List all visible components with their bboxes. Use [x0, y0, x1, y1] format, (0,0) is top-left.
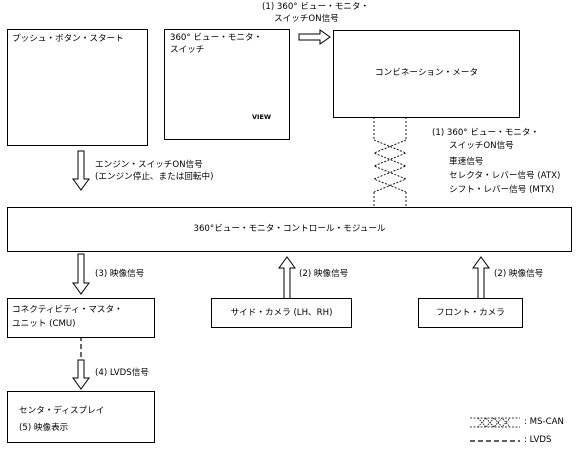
legend-ms-can-symbol — [470, 417, 520, 428]
lvds-signal: (4) LVDS信号 — [95, 368, 149, 378]
video-signal-front: (2) 映像信号 — [494, 269, 544, 279]
arrow-video-to-cmu — [72, 253, 90, 295]
arrow-engine-signal — [72, 150, 90, 191]
side-camera-box: サイド・カメラ (LH、RH) — [211, 298, 352, 328]
combination-meter-box: コンビネーション・メータ — [333, 30, 520, 118]
cmu-label-line1: コネクティビティ・マスタ・ — [12, 305, 123, 315]
switch-label-line1: 360° ビュー・モニタ・ — [170, 33, 263, 43]
control-module-label: 360°ビュー・モニタ・コントロール・モジュール — [193, 224, 386, 234]
cmu-box: コネクティビティ・マスタ・ ユニット (CMU) — [7, 298, 155, 338]
selector-lever-signal: セレクタ・レバー信号 (ATX) — [449, 171, 561, 181]
arrow-side-camera-video — [278, 256, 296, 301]
can-signal-line2: スイッチON信号 — [449, 141, 514, 151]
front-camera-box: フロント・カメラ — [418, 298, 523, 328]
center-display-label: センタ・ディスプレイ — [19, 406, 105, 416]
video-signal-side: (2) 映像信号 — [299, 269, 349, 279]
cmu-label-line2: ユニット (CMU) — [12, 319, 76, 329]
video-signal-cmu: (3) 映像信号 — [95, 269, 145, 279]
engine-switch-signal-line2: (エンジン停止、または回転中) — [95, 172, 214, 182]
engine-switch-signal-line1: エンジン・スイッチON信号 — [95, 160, 203, 170]
ms-can-bus — [372, 117, 408, 208]
side-camera-label: サイド・カメラ (LH、RH) — [230, 308, 333, 318]
arrow-front-camera-video — [472, 256, 490, 301]
legend-ms-can-label: : MS-CAN — [524, 417, 564, 427]
view-monitor-switch-box: 360° ビュー・モニタ・ スイッチ VIEW — [164, 29, 290, 140]
switch-on-signal-line2: スイッチON信号 — [274, 14, 339, 24]
switch-label-line2: スイッチ — [170, 45, 205, 55]
push-button-start-label: プッシュ・ボタン・スタート — [12, 34, 124, 44]
center-display-box: センタ・ディスプレイ (5) 映像表示 — [7, 391, 155, 443]
arrow-switch-to-meter — [298, 29, 331, 45]
legend-lvds-label: : LVDS — [524, 435, 552, 445]
video-display-label: (5) 映像表示 — [19, 423, 69, 433]
vehicle-speed-signal: 車速信号 — [449, 157, 484, 167]
can-signal-line1: (1) 360° ビュー・モニタ・ — [432, 128, 540, 138]
shift-lever-signal: シフト・レバー信号 (MTX) — [449, 185, 555, 195]
front-camera-label: フロント・カメラ — [436, 308, 505, 318]
push-button-start-box: プッシュ・ボタン・スタート — [7, 29, 148, 146]
combination-meter-label: コンビネーション・メータ — [375, 68, 478, 78]
arrow-lvds — [72, 359, 90, 390]
switch-on-signal-line1: (1) 360° ビュー・モニタ・ — [262, 2, 370, 12]
control-module-box: 360°ビュー・モニタ・コントロール・モジュール — [7, 207, 572, 252]
view-button-text: VIEW — [252, 113, 272, 121]
